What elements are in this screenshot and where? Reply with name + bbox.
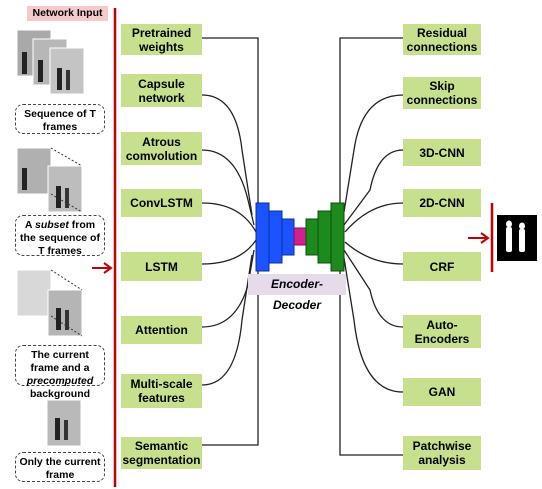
box-patchwise-analysis: Patchwise analysis — [403, 436, 481, 470]
output-mask — [497, 215, 537, 261]
left-connectors — [201, 37, 259, 446]
box-atrous-convolution: Atrous comvolution — [121, 132, 202, 165]
caption-sequence: Sequence of T frames — [15, 104, 105, 134]
caption-current-and-background: The current frame and a precomputed back… — [15, 345, 105, 400]
box-lstm: LSTM — [121, 252, 202, 281]
box-convlstm: ConvLSTM — [121, 189, 202, 217]
box-pretrained-weights: Pretrained weights — [121, 24, 202, 55]
box-crf: CRF — [403, 252, 481, 281]
box-2d-cnn: 2D-CNN — [403, 189, 481, 217]
box-3d-cnn: 3D-CNN — [403, 139, 481, 166]
box-skip-connections: Skip connections — [403, 77, 481, 109]
box-multi-scale-features: Multi-scale features — [121, 374, 202, 408]
caption-current-only: Only the current frame — [15, 452, 105, 482]
network-input-title: Network Input — [27, 6, 108, 21]
box-semantic-segmentation: Semantic segmentation — [121, 437, 202, 469]
frame-stack-3 — [16, 269, 83, 337]
frame-stack-1 — [16, 29, 85, 95]
box-residual-connections: Residual connections — [403, 24, 481, 55]
caption-subset: A subset from the sequence of T frames — [15, 215, 105, 257]
box-attention: Attention — [121, 316, 202, 344]
encoder-decoder-label: Encoder-Decoder — [248, 274, 346, 312]
encoder-decoder-block — [255, 202, 345, 272]
box-auto-encoders: Auto-Encoders — [403, 315, 481, 348]
box-gan: GAN — [403, 378, 481, 406]
right-connectors — [339, 37, 404, 456]
frame-single — [46, 399, 82, 447]
box-capsule-network: Capsule network — [121, 74, 202, 107]
frame-stack-2 — [16, 147, 83, 213]
